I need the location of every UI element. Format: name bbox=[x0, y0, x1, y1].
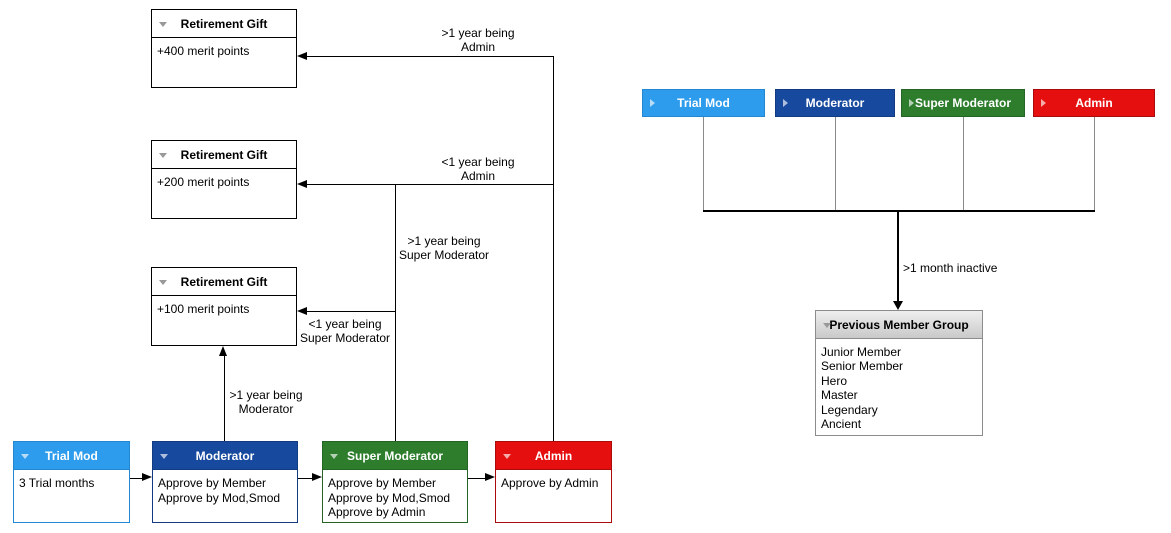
node-title: Trial Mod bbox=[45, 448, 98, 463]
edge-admin-vertical bbox=[553, 57, 554, 441]
expand-icon[interactable] bbox=[783, 99, 788, 107]
edge-drop-trial bbox=[703, 117, 704, 211]
edge-label-lt1yr-admin: <1 year being Admin bbox=[423, 155, 533, 183]
member-group-item: Senior Member bbox=[821, 359, 904, 374]
node-body-line: Approve by Mod,Smod bbox=[158, 490, 281, 505]
edge-label-line: <1 year being bbox=[308, 317, 382, 331]
node-body-line: Approve by Admin bbox=[328, 505, 426, 519]
node-retirement-gift-400[interactable]: Retirement Gift +400 merit points bbox=[151, 9, 297, 88]
edge-label-line: Admin bbox=[460, 169, 495, 183]
node-body-line: +400 merit points bbox=[157, 44, 250, 58]
node-body-line: Approve by Member bbox=[158, 476, 267, 490]
node-body-line: 3 Trial months bbox=[19, 476, 95, 490]
arrowhead-moderator-to-gift100 bbox=[219, 346, 227, 356]
edge-drop-admin bbox=[1094, 117, 1095, 211]
edge-label-inactive: >1 month inactive bbox=[903, 261, 1013, 275]
node-admin-collapsed[interactable]: Admin bbox=[1033, 89, 1155, 117]
member-group-item: Junior Member bbox=[821, 345, 902, 359]
arrowhead-to-previous-group bbox=[893, 301, 903, 310]
node-retirement-gift-200[interactable]: Retirement Gift +200 merit points bbox=[151, 140, 297, 219]
collapse-icon[interactable] bbox=[21, 453, 29, 459]
node-moderator-collapsed[interactable]: Moderator bbox=[775, 89, 895, 117]
edge-label-line: <1 year being bbox=[441, 155, 515, 169]
arrowhead-to-gift-100 bbox=[297, 307, 307, 315]
arrowhead-to-gift-200 bbox=[297, 180, 307, 188]
node-title: Super Moderator bbox=[914, 96, 1011, 110]
node-moderator[interactable]: Moderator Approve by Member Approve by M… bbox=[152, 441, 298, 523]
node-body-line: +100 merit points bbox=[157, 302, 250, 316]
edge-moderator-vertical bbox=[224, 355, 225, 441]
edge-label-line: Admin bbox=[460, 40, 495, 54]
node-title: Retirement Gift bbox=[180, 274, 268, 289]
edge-label-line: Super Moderator bbox=[398, 248, 490, 262]
node-trial-mod-collapsed[interactable]: Trial Mod bbox=[642, 89, 765, 117]
member-group-item: Ancient bbox=[821, 417, 862, 432]
edge-label-line: >1 year being bbox=[441, 26, 515, 40]
edge-admin-to-gift400-h bbox=[306, 56, 554, 57]
member-group-item: Master bbox=[821, 388, 858, 403]
node-title: Trial Mod bbox=[677, 96, 730, 110]
edge-to-gift100-h bbox=[306, 311, 396, 312]
node-body-line: Approve by Member bbox=[328, 476, 437, 490]
node-title: Retirement Gift bbox=[180, 147, 268, 162]
arrowhead-supermod-to-admin bbox=[485, 473, 495, 481]
arrowhead-to-gift-400 bbox=[297, 52, 307, 60]
edge-label-lt1yr-supermod: <1 year being Super Moderator bbox=[297, 317, 393, 345]
collapse-icon[interactable] bbox=[160, 453, 168, 459]
node-body-line: Approve by Mod,Smod bbox=[328, 490, 451, 505]
node-title: Moderator bbox=[805, 96, 865, 110]
collapse-icon[interactable] bbox=[159, 279, 167, 285]
edge-label-line: >1 year being bbox=[229, 388, 303, 402]
collapse-icon[interactable] bbox=[159, 152, 167, 158]
expand-icon[interactable] bbox=[1041, 99, 1046, 107]
node-admin[interactable]: Admin Approve by Admin bbox=[495, 441, 612, 523]
node-super-moderator-collapsed[interactable]: Super Moderator bbox=[901, 89, 1025, 117]
edge-supermod-vertical bbox=[395, 185, 396, 441]
edge-label-line: >1 year being bbox=[407, 234, 481, 248]
expand-icon[interactable] bbox=[909, 99, 914, 107]
edge-to-previous-group bbox=[897, 212, 899, 302]
edge-moderator-to-supermod bbox=[298, 478, 313, 479]
collapse-icon[interactable] bbox=[159, 21, 167, 27]
member-group-item: Legendary bbox=[821, 402, 878, 417]
edge-trial-to-moderator bbox=[130, 478, 144, 479]
edge-label-gt1yr-supermod: >1 year being Super Moderator bbox=[396, 234, 492, 262]
collapse-icon[interactable] bbox=[823, 322, 831, 328]
arrowhead-trial-to-moderator bbox=[142, 473, 152, 481]
collapse-icon[interactable] bbox=[330, 453, 338, 459]
node-trial-mod[interactable]: Trial Mod 3 Trial months bbox=[13, 441, 130, 523]
node-title: Admin bbox=[534, 448, 573, 463]
edge-drop-supermod bbox=[963, 117, 964, 211]
arrowhead-moderator-to-supermod bbox=[312, 473, 322, 481]
node-previous-member-group[interactable]: Previous Member Group Junior Member Seni… bbox=[815, 310, 983, 436]
node-retirement-gift-100[interactable]: Retirement Gift +100 merit points bbox=[151, 267, 297, 346]
edge-join-horizontal bbox=[703, 210, 1095, 212]
node-title: Admin bbox=[1075, 96, 1113, 110]
member-group-item: Hero bbox=[821, 373, 848, 388]
edge-label-line: Super Moderator bbox=[299, 331, 391, 345]
node-title: Retirement Gift bbox=[180, 16, 268, 31]
node-title: Super Moderator bbox=[346, 448, 443, 463]
node-body-line: +200 merit points bbox=[157, 175, 250, 189]
edge-to-gift200-h bbox=[306, 184, 554, 185]
node-super-moderator[interactable]: Super Moderator Approve by Member Approv… bbox=[322, 441, 468, 523]
edge-label-line: Moderator bbox=[238, 402, 294, 416]
edge-label-line: >1 month inactive bbox=[903, 261, 998, 275]
node-body-line: Approve by Admin bbox=[501, 476, 599, 490]
edge-label-gt1yr-admin: >1 year being Admin bbox=[423, 26, 533, 54]
expand-icon[interactable] bbox=[650, 99, 655, 107]
node-title: Moderator bbox=[195, 448, 255, 463]
edge-supermod-to-admin bbox=[468, 478, 486, 479]
edge-drop-moderator bbox=[835, 117, 836, 211]
node-title: Previous Member Group bbox=[829, 317, 969, 332]
collapse-icon[interactable] bbox=[503, 453, 511, 459]
edge-label-gt1yr-moderator: >1 year being Moderator bbox=[226, 388, 306, 416]
